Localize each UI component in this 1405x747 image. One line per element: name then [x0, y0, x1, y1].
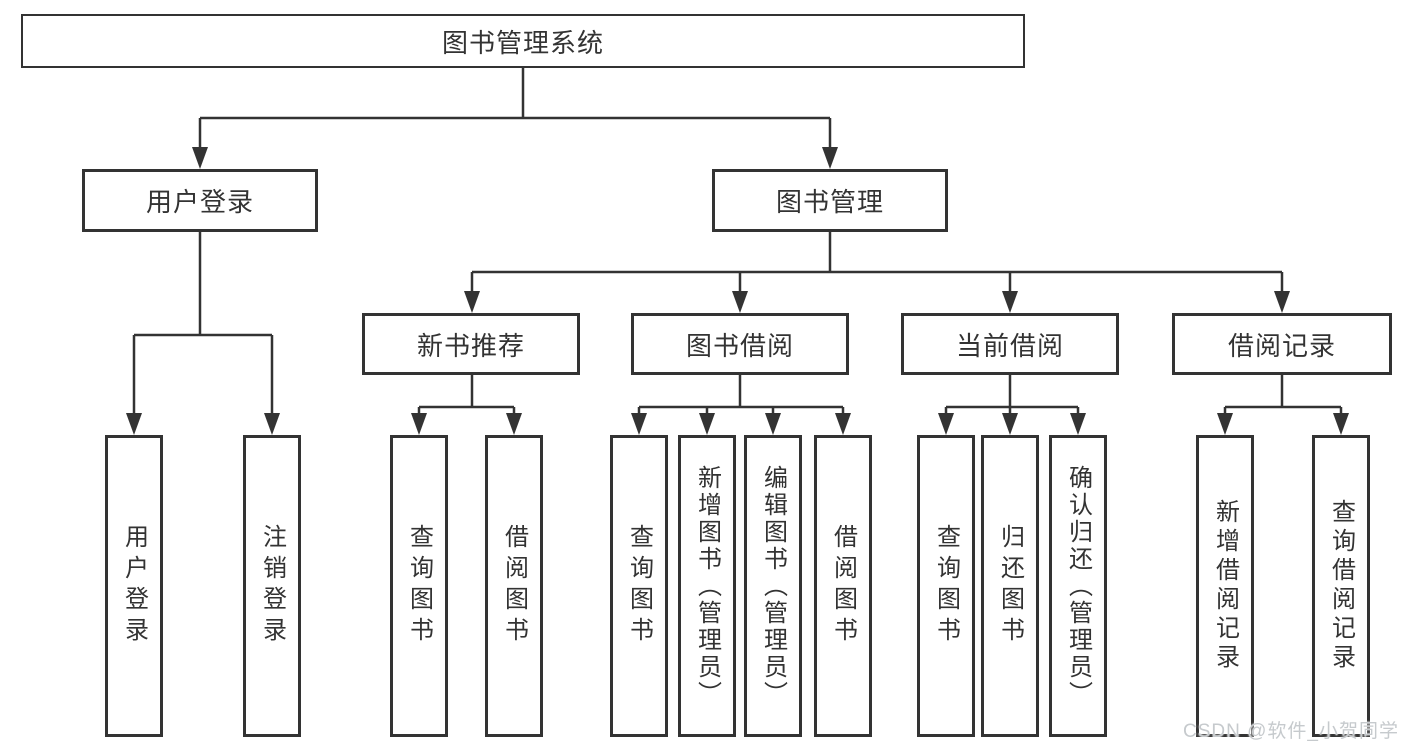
node-borrowing-records: 借阅记录 — [1172, 313, 1392, 375]
node-user-login: 用户登录 — [82, 169, 318, 232]
leaf-add-books-admin: 新增图书（管理员） — [678, 435, 736, 737]
leaf-query-borrow-record: 查询借阅记录 — [1312, 435, 1370, 737]
leaf-edit-books-admin: 编辑图书（管理员） — [744, 435, 802, 737]
leaf-borrow-books: 借阅图书 — [485, 435, 543, 737]
node-new-book-recommendation: 新书推荐 — [362, 313, 580, 375]
csdn-watermark: CSDN @软件_小贺同学 — [1183, 721, 1399, 742]
leaf-confirm-return-admin: 确认归还（管理员） — [1049, 435, 1107, 737]
leaf-logout: 注销登录 — [243, 435, 301, 737]
leaf-query-books-current: 查询图书 — [917, 435, 975, 737]
node-library-management-system: 图书管理系统 — [21, 14, 1025, 68]
leaf-user-login: 用户登录 — [105, 435, 163, 737]
node-book-management: 图书管理 — [712, 169, 948, 232]
leaf-return-books: 归还图书 — [981, 435, 1039, 737]
leaf-borrow-books-2: 借阅图书 — [814, 435, 872, 737]
leaf-query-books-borrow: 查询图书 — [610, 435, 668, 737]
node-current-borrowing: 当前借阅 — [901, 313, 1119, 375]
leaf-query-books: 查询图书 — [390, 435, 448, 737]
node-book-borrowing: 图书借阅 — [631, 313, 849, 375]
leaf-add-borrow-record: 新增借阅记录 — [1196, 435, 1254, 737]
